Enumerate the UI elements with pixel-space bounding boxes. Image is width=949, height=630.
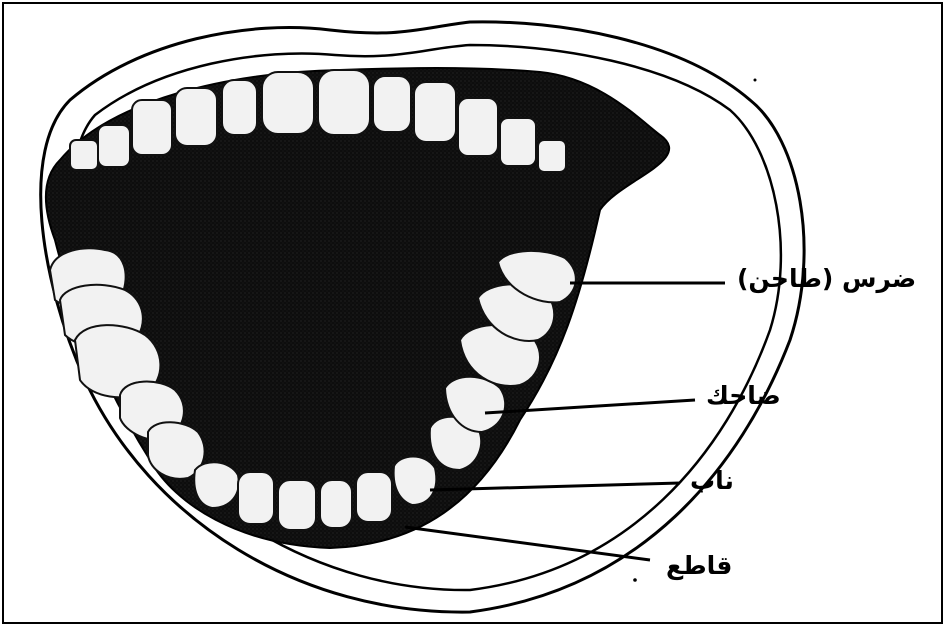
incisor [238,472,274,524]
speck [754,79,757,82]
upper-tooth [458,98,498,156]
upper-tooth [262,72,314,134]
upper-tooth [538,140,566,172]
canine-left [194,462,239,508]
upper-tooth [222,80,257,135]
upper-tooth [98,125,130,167]
canine-label: ناب [690,468,734,493]
molar-label: ضرس (طاحن) [737,266,916,291]
incisor [320,480,352,528]
speck [633,578,637,582]
upper-tooth [175,88,217,146]
upper-tooth [132,100,172,155]
upper-tooth [318,70,370,135]
incisor-label: قاطع [666,553,732,578]
incisor [356,472,392,522]
upper-tooth [500,118,536,166]
premolar-label: ضاحك [706,383,781,408]
upper-tooth [414,82,456,142]
upper-tooth [373,76,411,132]
upper-tooth [70,140,98,170]
incisor [278,480,316,530]
